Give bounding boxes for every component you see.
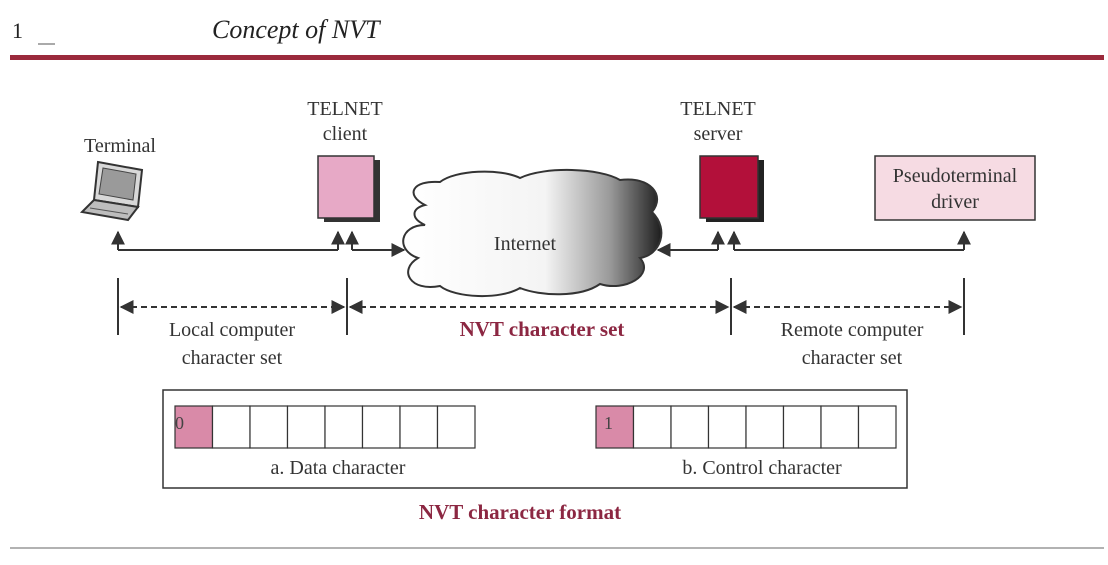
data-char-bit-cell-3 [249,405,289,449]
data-char-bit-cell-5 [324,405,364,449]
internet-label: Internet [494,233,557,255]
remote-charset-label-line1: Remote computer [781,319,924,341]
data-char-bit-cell-7 [399,405,439,449]
local-charset-label-line1: Local computer [169,319,295,341]
data-char-bit-cell-6 [361,405,401,449]
telnet-client-box [317,155,380,222]
data-char-bit-cell-4 [286,405,326,449]
data-char-first-bit: 0 [175,413,184,433]
page-title: Concept of NVT [212,15,381,44]
control-char-bit-cell-1 [595,405,635,449]
terminal-label: Terminal [84,135,156,157]
data-character-cells [174,405,476,449]
nvt-format-title: NVT character format [419,500,621,524]
control-char-first-bit: 1 [604,413,613,433]
data-char-bit-cell-8 [436,405,476,449]
remote-charset-label-line2: character set [802,347,903,369]
nvt-charset-label: NVT character set [460,317,625,341]
telnet-server-box [699,155,764,222]
character-set-spans [117,278,965,335]
character-format-frame [162,389,908,489]
header-rule [10,55,1104,60]
control-char-bit-cell-7 [820,405,860,449]
data-character-caption: a. Data character [271,457,406,479]
control-character-caption: b. Control character [682,457,842,479]
control-char-bit-cell-2 [632,405,672,449]
control-char-bit-cell-4 [707,405,747,449]
terminal-laptop-icon [79,160,144,222]
control-char-bit-cell-3 [670,405,710,449]
control-char-bit-cell-5 [745,405,785,449]
local-charset-label-line2: character set [182,347,283,369]
control-char-bit-cell-6 [782,405,822,449]
page-marker: 1 [12,18,23,43]
control-character-cells [595,405,897,449]
internet-cloud: Internet [402,168,663,297]
server-label-line1: TELNET [680,98,756,120]
data-char-bit-cell-1 [174,405,214,449]
pseudoterminal-driver-box: Pseudoterminal driver [874,155,1036,221]
client-label-line1: TELNET [307,98,383,120]
pseudo-label-line1: Pseudoterminal [893,165,1018,187]
pseudo-label-line2: driver [931,191,979,213]
data-char-bit-cell-2 [211,405,251,449]
server-label-line2: server [694,123,743,145]
connection-lines [111,230,971,257]
control-char-bit-cell-8 [857,405,897,449]
client-label-line2: client [323,123,368,145]
